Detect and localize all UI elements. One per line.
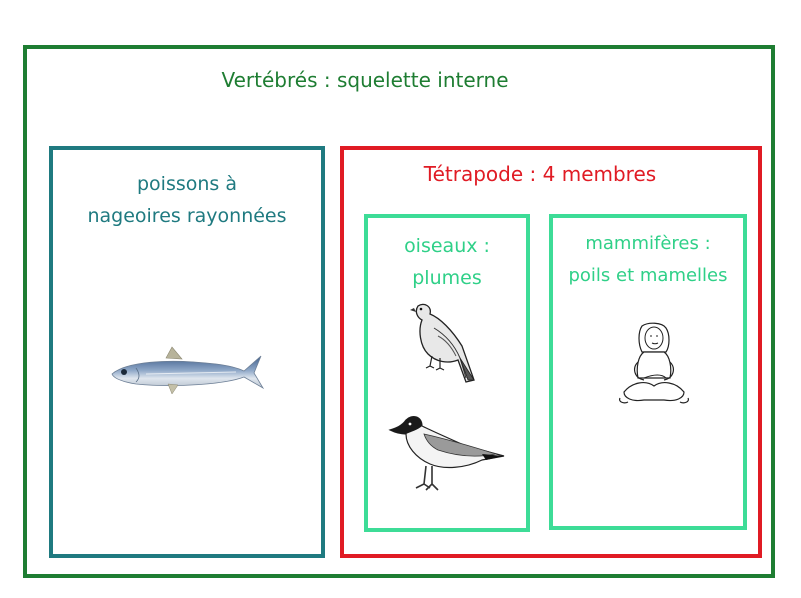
pigeon-drawing xyxy=(410,303,475,383)
gull-drawing xyxy=(388,416,505,491)
fish-group-box xyxy=(49,146,325,558)
fish-label-line-1: poissons à xyxy=(136,173,237,195)
mammals-group-box xyxy=(549,214,747,530)
birds-group-box xyxy=(364,214,530,532)
tetrapod-title: Tétrapode : 4 membres xyxy=(423,162,657,186)
sardine-fish-drawing xyxy=(111,346,265,395)
birds-label-line-1: oiseaux : xyxy=(404,235,490,257)
birds-group-label: oiseaux : plumes xyxy=(364,230,530,295)
mammals-label-line-2: poils et mamelles xyxy=(568,265,728,287)
fish-label-line-2: nageoires rayonnées xyxy=(87,205,287,228)
mammals-label-line-1: mammifères : xyxy=(585,233,711,254)
fish-group-label: poissons à nageoires rayonnées xyxy=(49,168,325,233)
vertebrates-title: Vertébrés : squelette interne xyxy=(221,68,509,92)
birds-label-line-2: plumes xyxy=(412,267,482,290)
mammals-group-label: mammifères : poils et mamelles xyxy=(549,228,747,293)
seated-person-drawing xyxy=(619,322,689,404)
vertebrates-frame xyxy=(23,45,775,578)
tetrapod-group-box xyxy=(340,146,762,558)
